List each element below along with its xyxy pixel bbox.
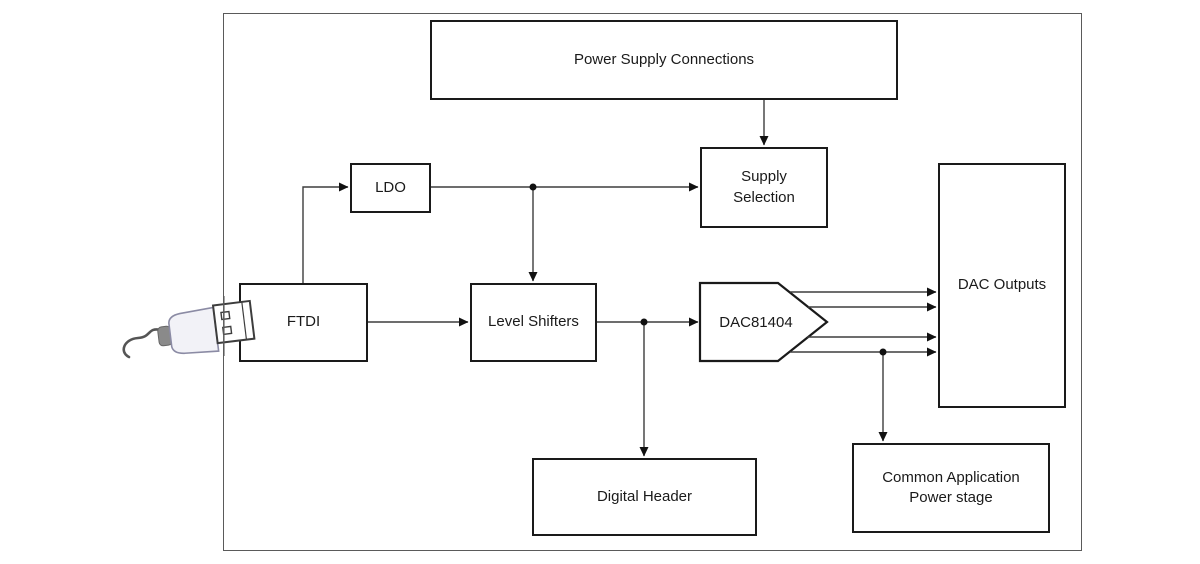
dac-outputs-block: DAC Outputs [938,163,1066,408]
digital-header-label: Digital Header [596,487,693,505]
ftdi-block: FTDI [239,283,368,362]
power-supply-connections-block: Power Supply Connections [430,20,898,100]
supply-selection-block: Supply Selection [700,147,828,228]
power-supply-connections-label: Power Supply Connections [573,50,755,68]
level-shifters-label: Level Shifters [488,313,579,331]
level-shifters-block: Level Shifters [470,283,597,362]
common-application-power-stage-block: Common Application Power stage [852,443,1050,533]
ftdi-label: FTDI [286,313,321,331]
dac-outputs-label: DAC Outputs [957,276,1047,294]
common-application-power-stage-label: Common Application Power stage [882,468,1020,506]
digital-header-block: Digital Header [532,458,757,536]
supply-selection-label: Supply Selection [733,168,795,206]
ldo-label: LDO [375,178,406,196]
ldo-block: LDO [350,163,431,213]
